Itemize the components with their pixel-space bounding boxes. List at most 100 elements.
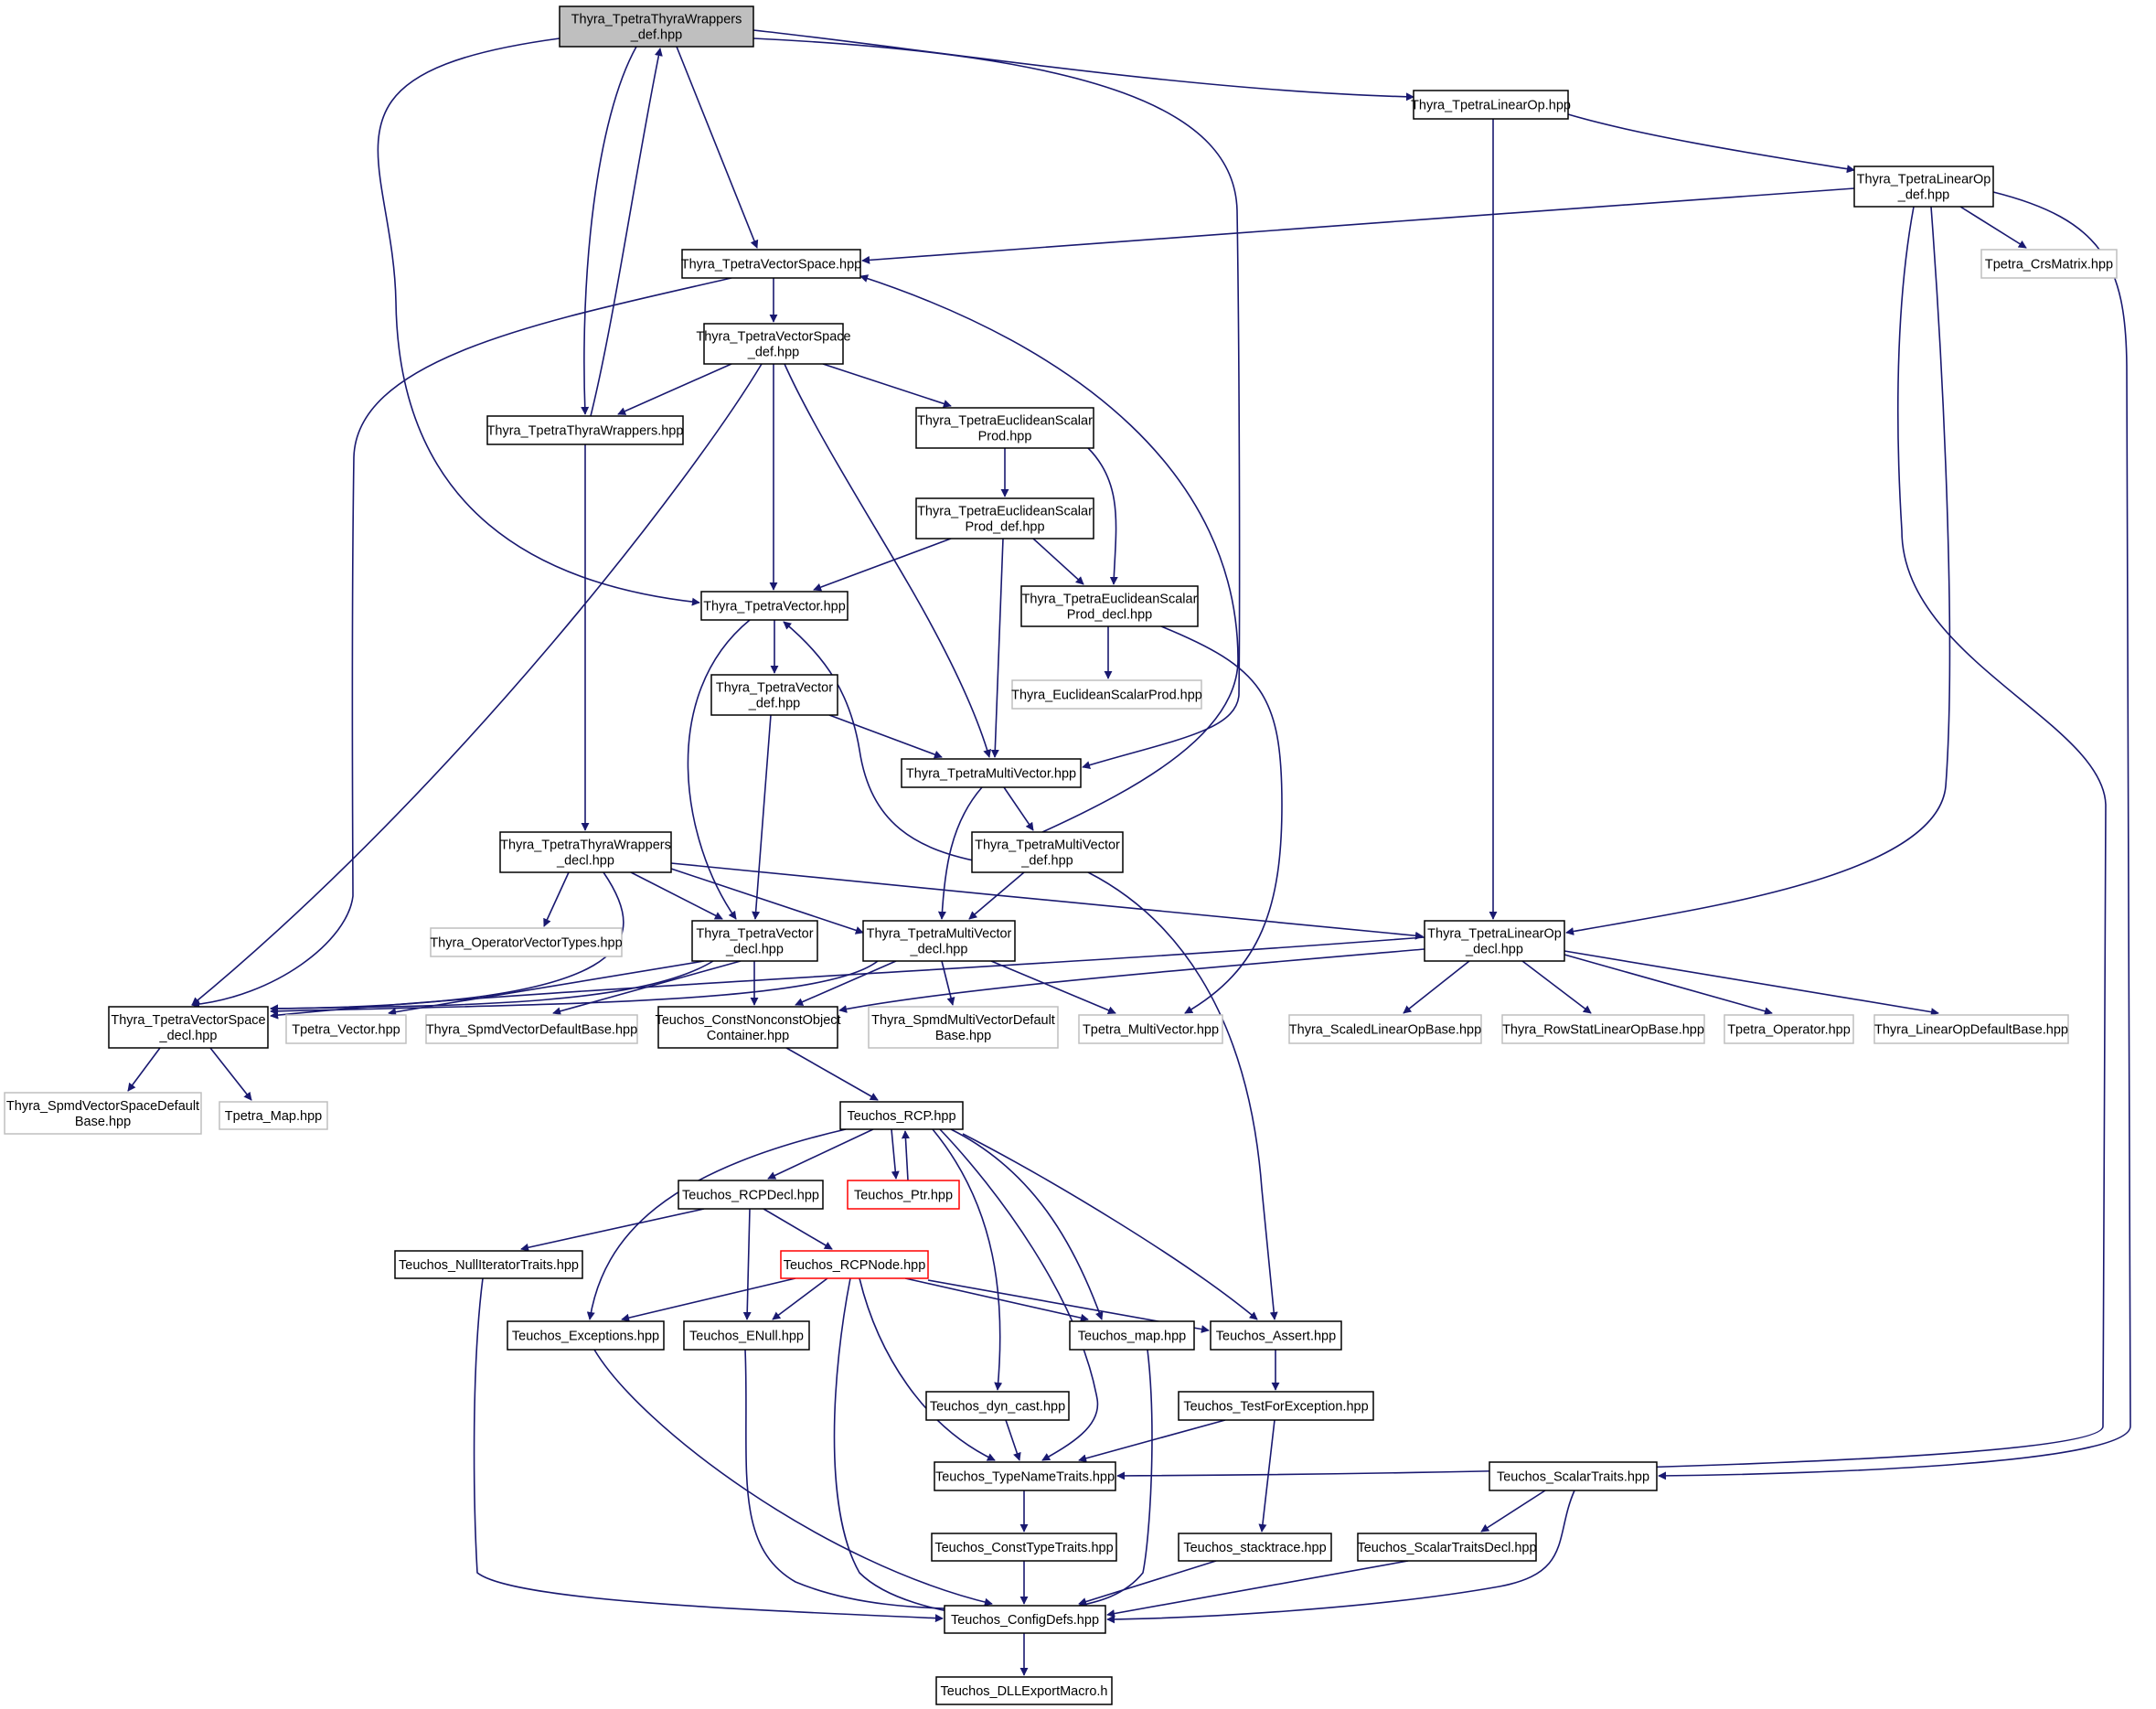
edge-teuchos_rcp-to-teuchos_exceptions — [586, 1128, 847, 1320]
node-tpetra_vector_hpp[interactable]: Tpetra_Vector.hpp — [285, 1014, 407, 1044]
node-teuchos_assert[interactable]: Teuchos_Assert.hpp — [1210, 1320, 1342, 1351]
edge-euclidean_prod_def-to-tpetra_vector — [813, 538, 952, 592]
node-label-line: Thyra_TpetraVectorSpace.hpp — [681, 258, 861, 272]
node-label-line: Tpetra_CrsMatrix.hpp — [1985, 258, 2113, 272]
node-teuchos_config_defs[interactable]: Teuchos_ConfigDefs.hpp — [944, 1605, 1106, 1634]
edge-vector_space-to-vector_space_decl — [191, 277, 732, 1009]
edge-vector_space_def-to-euclidean_prod — [822, 363, 952, 408]
edge-teuchos_rcp-to-teuchos_ptr — [891, 1128, 900, 1180]
node-label-line: Prod_def.hpp — [965, 520, 1044, 535]
edge-linear_op_decl-to-row_stat_linear_op — [1521, 960, 1592, 1014]
edge-tpetra_linear_op-to-tpetra_linear_op_def — [1567, 113, 1855, 174]
node-label-line: Thyra_SpmdVectorDefaultBase.hpp — [426, 1023, 637, 1038]
node-vector_space_decl[interactable]: Thyra_TpetraVectorSpace_decl.hpp — [108, 1006, 269, 1049]
edge-linear_op_decl-to-linear_op_default — [1564, 950, 1939, 1017]
node-box — [925, 1391, 1070, 1421]
node-operator_vector_types[interactable]: Thyra_OperatorVectorTypes.hpp — [430, 927, 623, 957]
node-root[interactable]: Thyra_TpetraThyraWrappers_def.hpp — [559, 5, 754, 48]
node-box — [915, 407, 1094, 449]
node-label-line: Thyra_TpetraLinearOp.hpp — [1411, 99, 1571, 113]
node-teuchos_scalar_traits_decl[interactable]: Teuchos_ScalarTraitsDecl.hpp — [1357, 1533, 1537, 1562]
node-label-line: Thyra_SpmdVectorSpaceDefault — [6, 1099, 199, 1114]
edge-euclidean_prod_def-to-multivector — [990, 538, 1004, 758]
node-teuchos_dyn_cast[interactable]: Teuchos_dyn_cast.hpp — [925, 1391, 1070, 1421]
node-teuchos_type_name_traits[interactable]: Teuchos_TypeNameTraits.hpp — [934, 1461, 1116, 1491]
node-label-line: _decl.hpp — [1465, 943, 1523, 957]
node-box — [1424, 920, 1565, 962]
node-box — [681, 249, 861, 279]
node-row_stat_linear_op[interactable]: Thyra_RowStatLinearOpBase.hpp — [1501, 1014, 1705, 1044]
edge-thyra_wrappers_decl-to-tpetra_vector_decl — [630, 871, 723, 920]
node-scaled_linear_op[interactable]: Thyra_ScaledLinearOpBase.hpp — [1288, 1014, 1482, 1044]
node-label-line: Thyra_TpetraVector — [716, 681, 833, 696]
node-tpetra_vector[interactable]: Thyra_TpetraVector.hpp — [700, 591, 849, 621]
node-thyra_euclidean_prod[interactable]: Thyra_EuclideanScalarProd.hpp — [1011, 679, 1202, 710]
edge-teuchos_scalar_traits-to-teuchos_config_defs — [1106, 1490, 1575, 1624]
node-vector_space_def[interactable]: Thyra_TpetraVectorSpace_def.hpp — [696, 323, 851, 365]
node-box — [1011, 679, 1202, 710]
edge-tpetra_vector_def-to-tpetra_vector_decl — [752, 714, 772, 920]
node-teuchos_const_type_traits[interactable]: Teuchos_ConstTypeTraits.hpp — [931, 1533, 1117, 1562]
node-label-line: Base.hpp — [75, 1115, 131, 1129]
node-teuchos_rcp[interactable]: Teuchos_RCP.hpp — [839, 1101, 964, 1130]
edge-teuchos_rcp-to-teuchos_rcp_decl — [767, 1128, 874, 1180]
node-tpetra_vector_decl[interactable]: Thyra_TpetraVector_decl.hpp — [691, 920, 818, 962]
node-box — [703, 323, 844, 365]
node-tpetra_multivector_hpp[interactable]: Tpetra_MultiVector.hpp — [1078, 1014, 1223, 1044]
node-multivector[interactable]: Thyra_TpetraMultiVector.hpp — [901, 758, 1082, 788]
edge-teuchos_test_for_exception-to-teuchos_type_name_traits — [1078, 1419, 1226, 1463]
node-box — [915, 497, 1094, 539]
node-tpetra_operator[interactable]: Tpetra_Operator.hpp — [1724, 1014, 1854, 1044]
node-spmd_vector_default[interactable]: Thyra_SpmdVectorDefaultBase.hpp — [425, 1014, 638, 1044]
node-linear_op_default[interactable]: Thyra_LinearOpDefaultBase.hpp — [1873, 1014, 2069, 1044]
edge-euclidean_prod-to-euclidean_prod_decl — [1087, 447, 1118, 585]
node-linear_op_decl[interactable]: Thyra_TpetraLinearOp_decl.hpp — [1424, 920, 1565, 962]
node-tpetra_linear_op_def[interactable]: Thyra_TpetraLinearOp_def.hpp — [1853, 166, 1994, 208]
edge-teuchos_rcp_node-to-teuchos_type_name_traits — [859, 1277, 996, 1461]
node-box — [683, 1320, 810, 1351]
node-label-line: Tpetra_Vector.hpp — [292, 1023, 400, 1038]
node-label-line: Teuchos_map.hpp — [1078, 1330, 1187, 1344]
node-teuchos_rcp_decl[interactable]: Teuchos_RCPDecl.hpp — [678, 1180, 824, 1210]
node-label-line: Teuchos_stacktrace.hpp — [1183, 1541, 1326, 1555]
node-tpetra_linear_op[interactable]: Thyra_TpetraLinearOp.hpp — [1411, 90, 1571, 120]
node-teuchos_rcp_node[interactable]: Teuchos_RCPNode.hpp — [780, 1250, 929, 1279]
edge-teuchos_dyn_cast-to-teuchos_type_name_traits — [1005, 1419, 1021, 1461]
node-teuchos_dll_export[interactable]: Teuchos_DLLExportMacro.h — [935, 1676, 1113, 1705]
node-tpetra_crs_matrix[interactable]: Tpetra_CrsMatrix.hpp — [1980, 249, 2118, 279]
edge-multivector-to-multivector_decl — [937, 786, 983, 920]
edge-multivector_def-to-teuchos_assert — [1087, 871, 1278, 1320]
node-box — [931, 1533, 1117, 1562]
node-multivector_decl[interactable]: Thyra_TpetraMultiVector_decl.hpp — [862, 920, 1016, 962]
node-teuchos_map[interactable]: Teuchos_map.hpp — [1069, 1320, 1195, 1351]
node-teuchos_ptr[interactable]: Teuchos_Ptr.hpp — [847, 1180, 960, 1210]
node-box — [700, 591, 849, 621]
edge-teuchos_enull-to-teuchos_config_defs — [744, 1349, 998, 1614]
node-teuchos_exceptions[interactable]: Teuchos_Exceptions.hpp — [507, 1320, 665, 1351]
edge-multivector_decl-to-const_nonconst — [795, 960, 897, 1006]
node-teuchos_enull[interactable]: Teuchos_ENull.hpp — [683, 1320, 810, 1351]
node-label-line: Thyra_TpetraLinearOp — [1857, 173, 1991, 187]
node-thyra_wrappers_decl[interactable]: Thyra_TpetraThyraWrappers_decl.hpp — [499, 831, 672, 873]
node-label-line: Thyra_TpetraEuclideanScalar — [917, 505, 1093, 519]
node-label-line: Teuchos_Assert.hpp — [1216, 1330, 1336, 1344]
edge-euclidean_prod_def-to-euclidean_prod_decl — [1032, 538, 1084, 585]
node-teuchos_test_for_exception[interactable]: Teuchos_TestForException.hpp — [1178, 1391, 1374, 1421]
edge-root-to-tpetra_vector — [377, 37, 700, 606]
node-box — [559, 5, 754, 48]
node-tpetra_map[interactable]: Tpetra_Map.hpp — [219, 1101, 328, 1130]
node-tpetra_vector_def[interactable]: Thyra_TpetraVector_def.hpp — [710, 674, 838, 716]
node-teuchos_null_iterator[interactable]: Teuchos_NullIteratorTraits.hpp — [394, 1250, 583, 1279]
node-box — [1020, 585, 1199, 627]
node-vector_space[interactable]: Thyra_TpetraVectorSpace.hpp — [681, 249, 861, 279]
node-thyra_wrappers[interactable]: Thyra_TpetraThyraWrappers.hpp — [486, 415, 684, 445]
node-teuchos_stacktrace[interactable]: Teuchos_stacktrace.hpp — [1178, 1533, 1332, 1562]
node-multivector_def[interactable]: Thyra_TpetraMultiVector_def.hpp — [971, 831, 1124, 873]
node-teuchos_scalar_traits[interactable]: Teuchos_ScalarTraits.hpp — [1489, 1461, 1658, 1491]
